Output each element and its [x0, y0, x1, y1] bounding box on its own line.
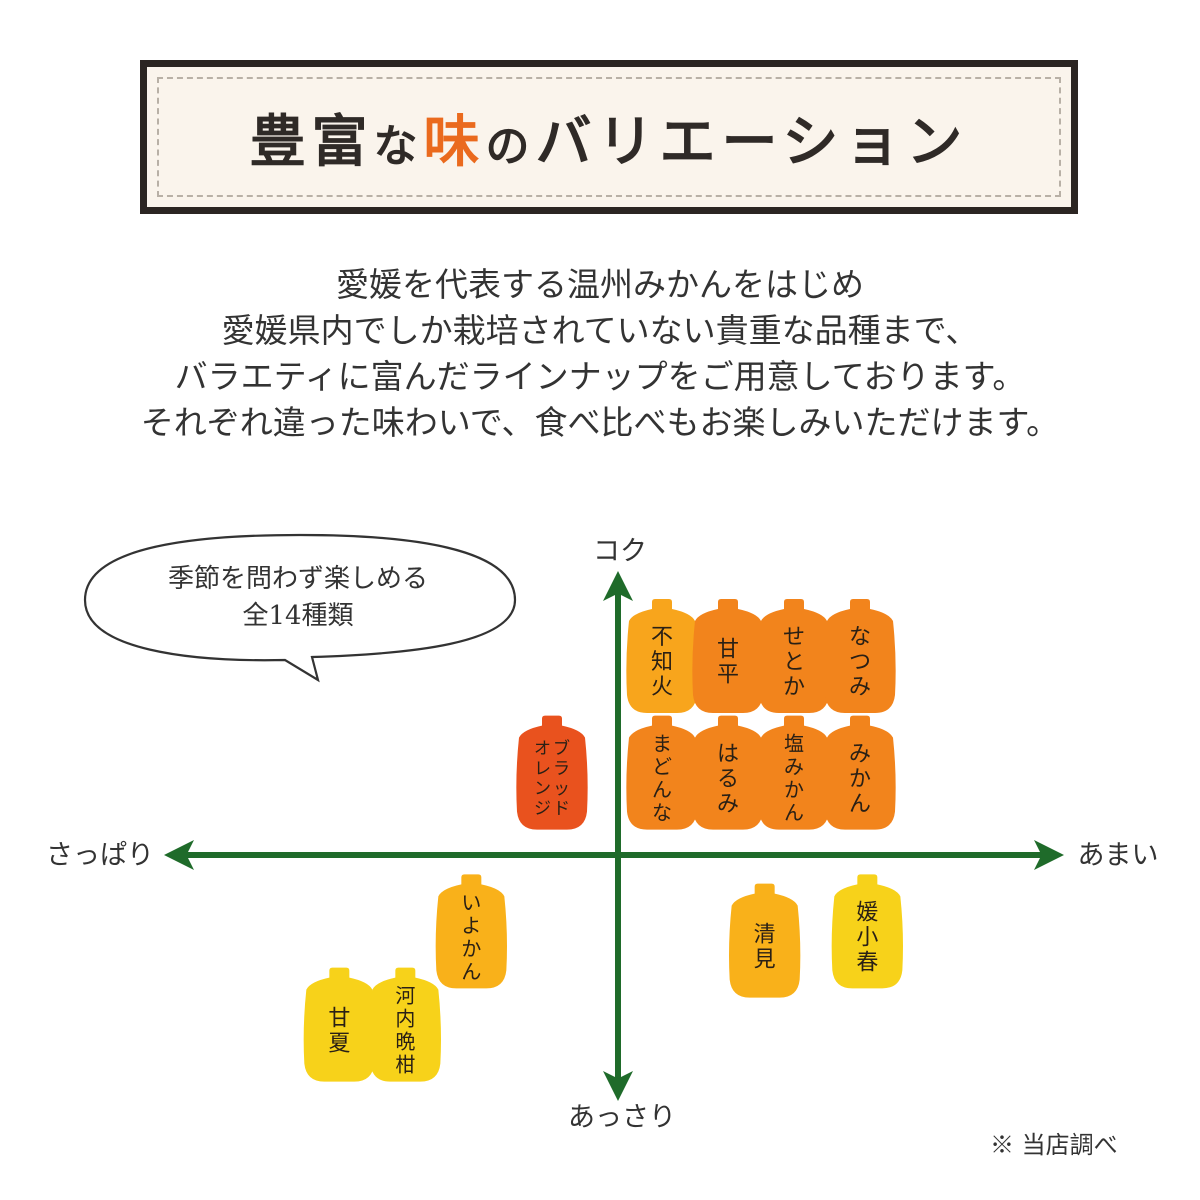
- pouch-label-char: オ: [534, 739, 551, 759]
- pouch-shape: [626, 599, 698, 713]
- pouch-label-char: 塩: [784, 732, 804, 756]
- pouch-shape: [626, 715, 698, 830]
- pouch-label-char: ま: [652, 732, 672, 756]
- pouch-shape: [824, 715, 896, 830]
- pouch-shape: [692, 599, 764, 713]
- description-line-2: 愛媛県内でしか栽培されていない貴重な品種まで、: [221, 311, 979, 350]
- pouch-0: 不知火: [626, 599, 698, 713]
- pouch-label-char: と: [783, 650, 805, 675]
- pouch-label-char: ッ: [553, 779, 570, 799]
- pouch-shape: [692, 715, 764, 830]
- pouch-shape: [369, 967, 441, 1082]
- pouch-label-char: ん: [784, 801, 804, 825]
- pouch-label-char: 知: [651, 650, 673, 675]
- pouch-label-char: か: [461, 936, 481, 960]
- title-part-1: 豊富: [249, 108, 374, 175]
- bubble-line-1: 季節を問わず楽しめる: [168, 564, 428, 594]
- title-panel: 豊富な味のバリエーション: [147, 67, 1071, 207]
- pouch-label-char: か: [784, 778, 804, 802]
- pouch-label-char: 春: [856, 951, 878, 976]
- bubble-line-2: 全14種類: [242, 601, 353, 631]
- description-line-1: 愛媛を代表する温州みかんをはじめ: [336, 265, 864, 304]
- pouch-label-char: ん: [652, 778, 672, 802]
- pouch-label-char: い: [461, 890, 481, 914]
- pouch-11: 媛小春: [831, 874, 903, 989]
- pouch-label-char: 清: [754, 922, 776, 947]
- description-line-4: それぞれ違った味わいで、食べ比べもお楽しみいただけます。: [140, 403, 1060, 442]
- pouch-label-char: 柑: [395, 1053, 415, 1077]
- pouch-shape: [729, 883, 801, 998]
- pouch-label-char: ド: [553, 799, 570, 819]
- source-note: ※ 当店調べ: [990, 1131, 1118, 1159]
- pouch-label-char: せ: [783, 625, 805, 650]
- pouch-2: せとか: [758, 599, 830, 713]
- pouch-8: みかん: [824, 715, 896, 830]
- pouch-3: なつみ: [824, 599, 896, 713]
- pouch-label-char: ン: [534, 779, 551, 799]
- axis-label-top: コク: [593, 536, 647, 567]
- pouch-label-char: ジ: [534, 799, 551, 819]
- title-part-3: の: [485, 120, 536, 172]
- axis-label-bottom: あっさり: [568, 1102, 676, 1133]
- pouch-label-char: 晩: [395, 1030, 415, 1054]
- speech-bubble: 季節を問わず楽しめる 全14種類: [83, 533, 517, 683]
- title-frame: 豊富な味のバリエーション: [140, 60, 1078, 214]
- pouch-10: 清見: [729, 883, 801, 998]
- pouch-6: はるみ: [692, 715, 764, 830]
- pouch-label-char: 河: [395, 984, 415, 1008]
- pouch-label-char: る: [717, 767, 739, 792]
- pouch-label-char: つ: [849, 650, 871, 675]
- pouch-label-char: な: [652, 801, 672, 825]
- title-accent: 味: [423, 108, 486, 175]
- title-part-4: バリエーション: [535, 108, 969, 175]
- pouch-label-char: み: [717, 792, 739, 817]
- pouch-label-char: 内: [395, 1007, 415, 1031]
- axis-label-left: さっぱり: [46, 840, 154, 871]
- pouch-1: 甘平: [692, 599, 764, 713]
- axis-label-right: あまい: [1078, 840, 1159, 871]
- title-part-2: な: [373, 120, 424, 172]
- pouch-label-char: ブ: [553, 738, 570, 759]
- pouch-label-char: ラ: [553, 759, 570, 779]
- pouch-label-char: み: [849, 675, 871, 700]
- pouch-label-char: ん: [461, 959, 481, 983]
- page-title: 豊富な味のバリエーション: [250, 97, 969, 178]
- pouch-label-char: レ: [534, 759, 551, 779]
- pouch-label-char: 小: [856, 926, 878, 951]
- pouch-label-char: か: [783, 675, 805, 700]
- pouch-label-char: 不: [651, 625, 673, 650]
- pouch-group: 不知火甘平せとかなつみブラッドオレンジまどんなはるみ塩みかんみかんいよかん清見媛…: [303, 599, 903, 1082]
- pouch-label-char: 媛: [856, 901, 878, 926]
- pouch-label-char: 見: [754, 947, 776, 972]
- pouch-label-char: な: [849, 625, 871, 650]
- pouch-12: 甘夏: [303, 967, 375, 1082]
- pouch-shape: [824, 599, 896, 713]
- pouch-shape: [303, 967, 375, 1082]
- description: 愛媛を代表する温州みかんをはじめ 愛媛県内でしか栽培されていない貴重な品種まで、…: [0, 262, 1200, 446]
- pouch-shape: [435, 874, 507, 989]
- pouch-shape: [516, 715, 588, 830]
- pouch-label-char: み: [784, 755, 804, 779]
- pouch-label-char: 火: [651, 675, 673, 700]
- pouch-label-char: 甘: [717, 638, 739, 663]
- pouch-label-char: ど: [652, 755, 672, 779]
- pouch-label-char: 平: [717, 663, 739, 688]
- pouch-label-char: は: [717, 742, 739, 767]
- pouch-label-char: み: [849, 742, 871, 767]
- pouch-shape: [758, 599, 830, 713]
- pouch-label-char: か: [849, 767, 871, 792]
- pouch-label-char: ん: [849, 792, 871, 817]
- pouch-label-char: 甘: [328, 1006, 350, 1031]
- pouch-label-char: よ: [461, 913, 481, 937]
- pouch-label-char: 夏: [328, 1031, 350, 1056]
- pouch-shape: [758, 715, 830, 830]
- description-line-3: バラエティに富んだラインナップをご用意しております。: [174, 357, 1026, 396]
- pouch-shape: [831, 874, 903, 989]
